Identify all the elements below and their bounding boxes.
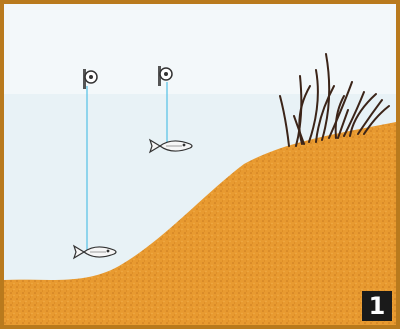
figure-number-badge: 1 [362, 291, 392, 321]
diagram-canvas [4, 4, 396, 325]
water-surface-band [4, 4, 396, 94]
